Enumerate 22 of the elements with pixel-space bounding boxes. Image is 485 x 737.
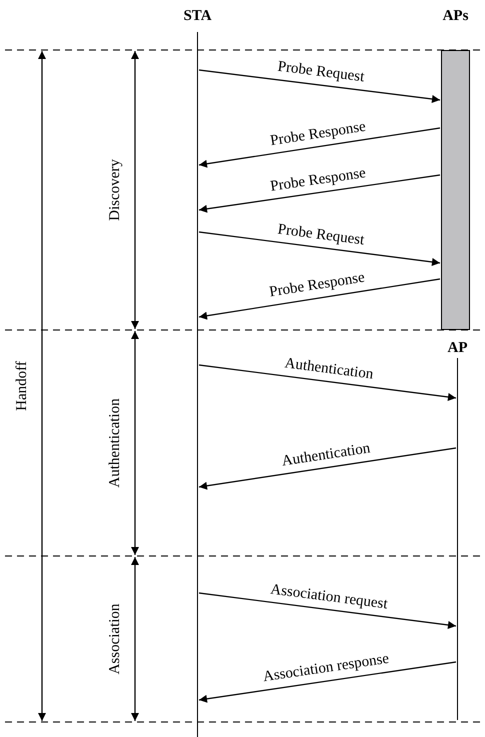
message-arrow <box>198 447 456 490</box>
message-arrow <box>198 127 440 168</box>
message-label: Probe Request <box>276 58 366 86</box>
message-arrow <box>198 174 440 213</box>
message-label: Probe Response <box>268 270 366 301</box>
participant-heading: AP <box>448 340 468 357</box>
message-label: Probe Response <box>268 164 366 194</box>
message-label: Probe Request <box>276 221 366 248</box>
message-arrow <box>198 661 456 703</box>
message-arrow <box>198 278 440 320</box>
message-arrow <box>198 592 456 629</box>
message-arrow <box>198 364 456 401</box>
message-arrow <box>198 231 440 266</box>
participant-heading: STA <box>183 8 212 25</box>
message-arrow <box>198 69 440 103</box>
message-label: Authentication <box>280 440 371 470</box>
phase-label: Discovery <box>107 157 123 223</box>
message-label: Probe Response <box>268 118 366 149</box>
message-label: Association request <box>270 581 389 612</box>
message-label: Authentication <box>284 354 374 382</box>
message-label: Association response <box>262 650 390 686</box>
participant-heading: APs <box>442 8 468 25</box>
